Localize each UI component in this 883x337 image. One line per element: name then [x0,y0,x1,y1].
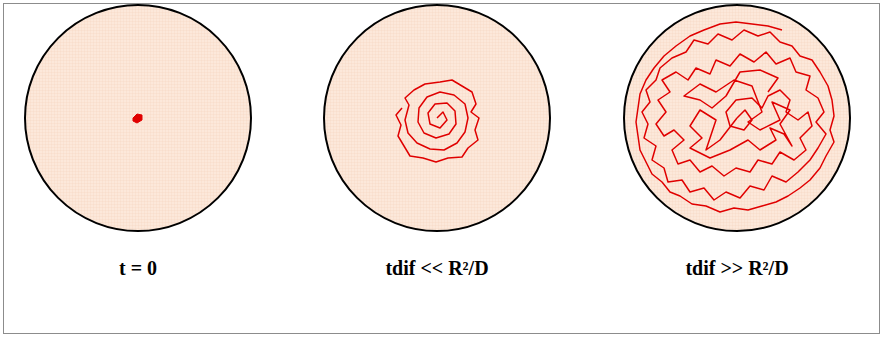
sphere [25,5,251,231]
random-walk [396,80,479,162]
time-label: tdif >> R²/D [685,256,788,280]
time-label: tdif << R²/D [385,256,488,280]
start-point [133,114,142,123]
sphere [624,5,850,231]
sphere [324,5,550,231]
random-walk [636,22,834,212]
frame [4,4,880,334]
random-walk [684,70,792,158]
time-label: t = 0 [119,256,157,280]
